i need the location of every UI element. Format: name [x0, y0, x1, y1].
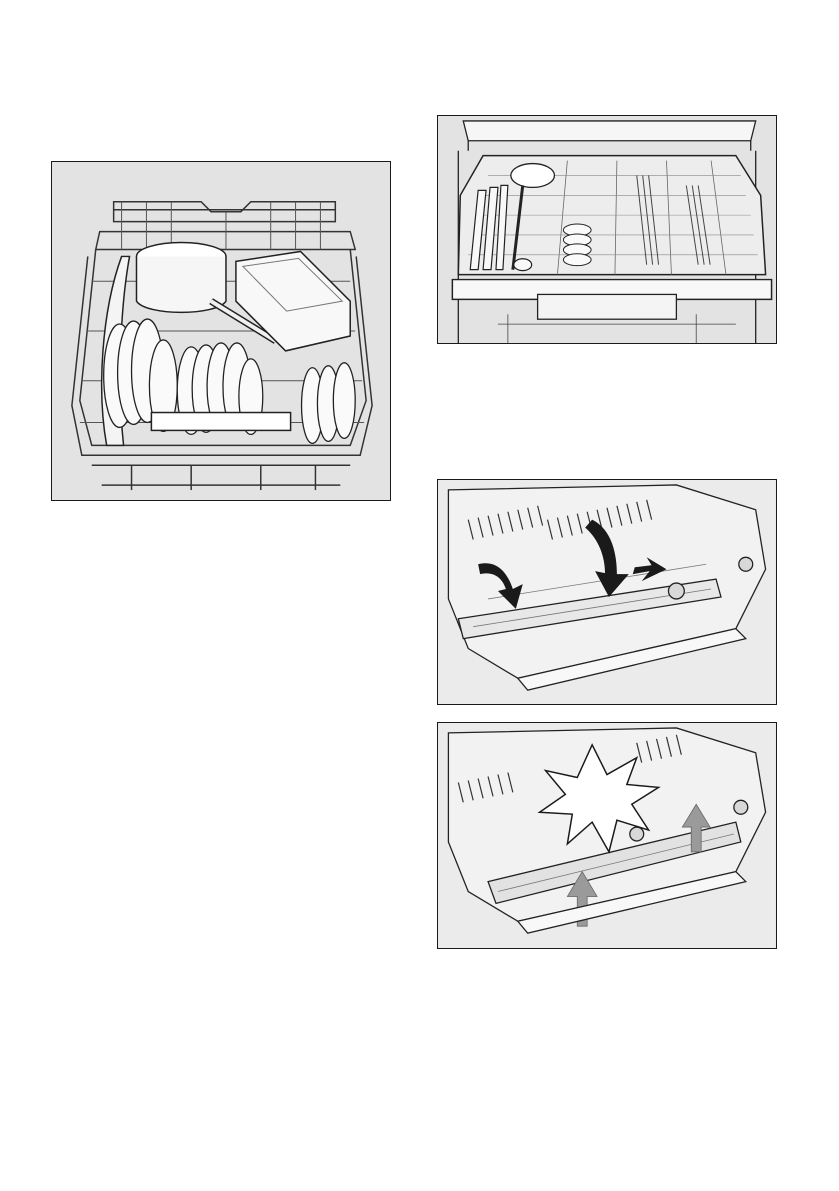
tray-fold-down-illustration [437, 479, 777, 705]
cutlery-drawer-illustration [437, 115, 777, 344]
cutlery-drawer-icon [438, 116, 776, 343]
arrow-up-icon [438, 723, 776, 948]
tray-lift-up-illustration [437, 722, 777, 949]
dish-basket-icon [52, 162, 390, 500]
lower-basket-illustration [51, 161, 391, 501]
arrow-down-icon [438, 480, 776, 704]
